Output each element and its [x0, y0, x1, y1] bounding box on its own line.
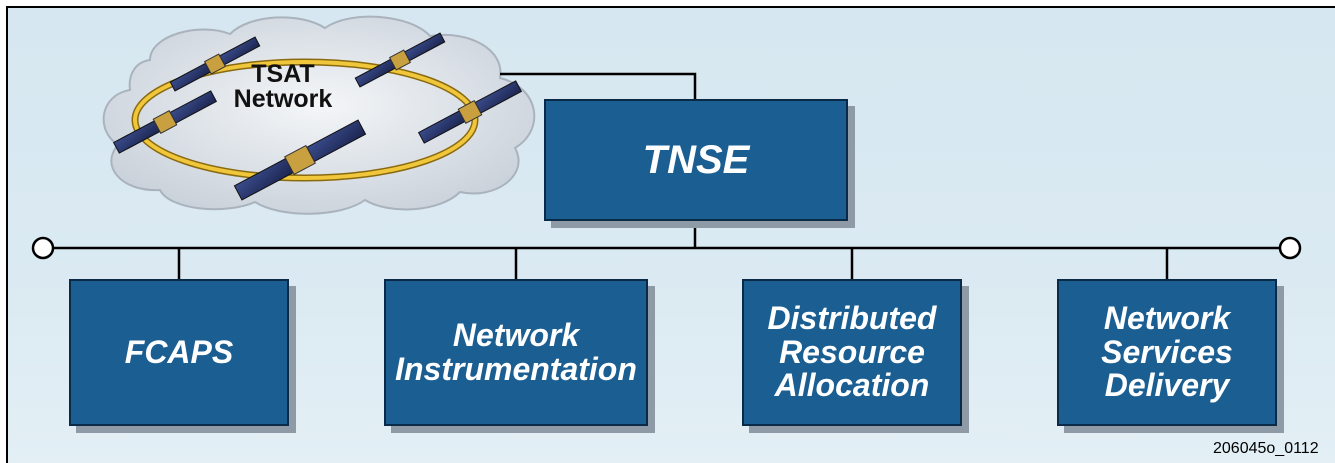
network-instrumentation-label: Network Instrumentation — [395, 316, 637, 387]
fcaps-label: FCAPS — [124, 333, 234, 370]
satellite-icon — [354, 32, 446, 88]
distributed-resource-allocation-box: Distributed Resource Allocation — [742, 279, 962, 426]
tsat-network-cloud — [102, 15, 536, 215]
tsat-network-label: TSAT Network — [233, 60, 333, 113]
bus-left-terminator — [31, 236, 55, 260]
satellite-icon — [233, 119, 367, 201]
tnse-label: TNSE — [642, 138, 750, 182]
distributed-resource-allocation-label: Distributed Resource Allocation — [767, 300, 937, 404]
fcaps-box: FCAPS — [69, 279, 289, 426]
satellite-icon — [417, 80, 523, 144]
figure-id: 206045o_0112 — [1213, 440, 1319, 457]
network-instrumentation-box: Network Instrumentation — [384, 279, 648, 426]
network-services-delivery-box: Network Services Delivery — [1057, 279, 1277, 426]
network-services-delivery-label: Network Services Delivery — [1101, 300, 1233, 404]
cloud-to-tnse-connector — [500, 72, 697, 99]
satellite-icon — [169, 36, 261, 92]
satellite-icon — [112, 90, 218, 154]
tnse-box: TNSE — [544, 99, 848, 221]
connectors — [31, 72, 1302, 279]
bus-right-terminator — [1278, 236, 1302, 260]
